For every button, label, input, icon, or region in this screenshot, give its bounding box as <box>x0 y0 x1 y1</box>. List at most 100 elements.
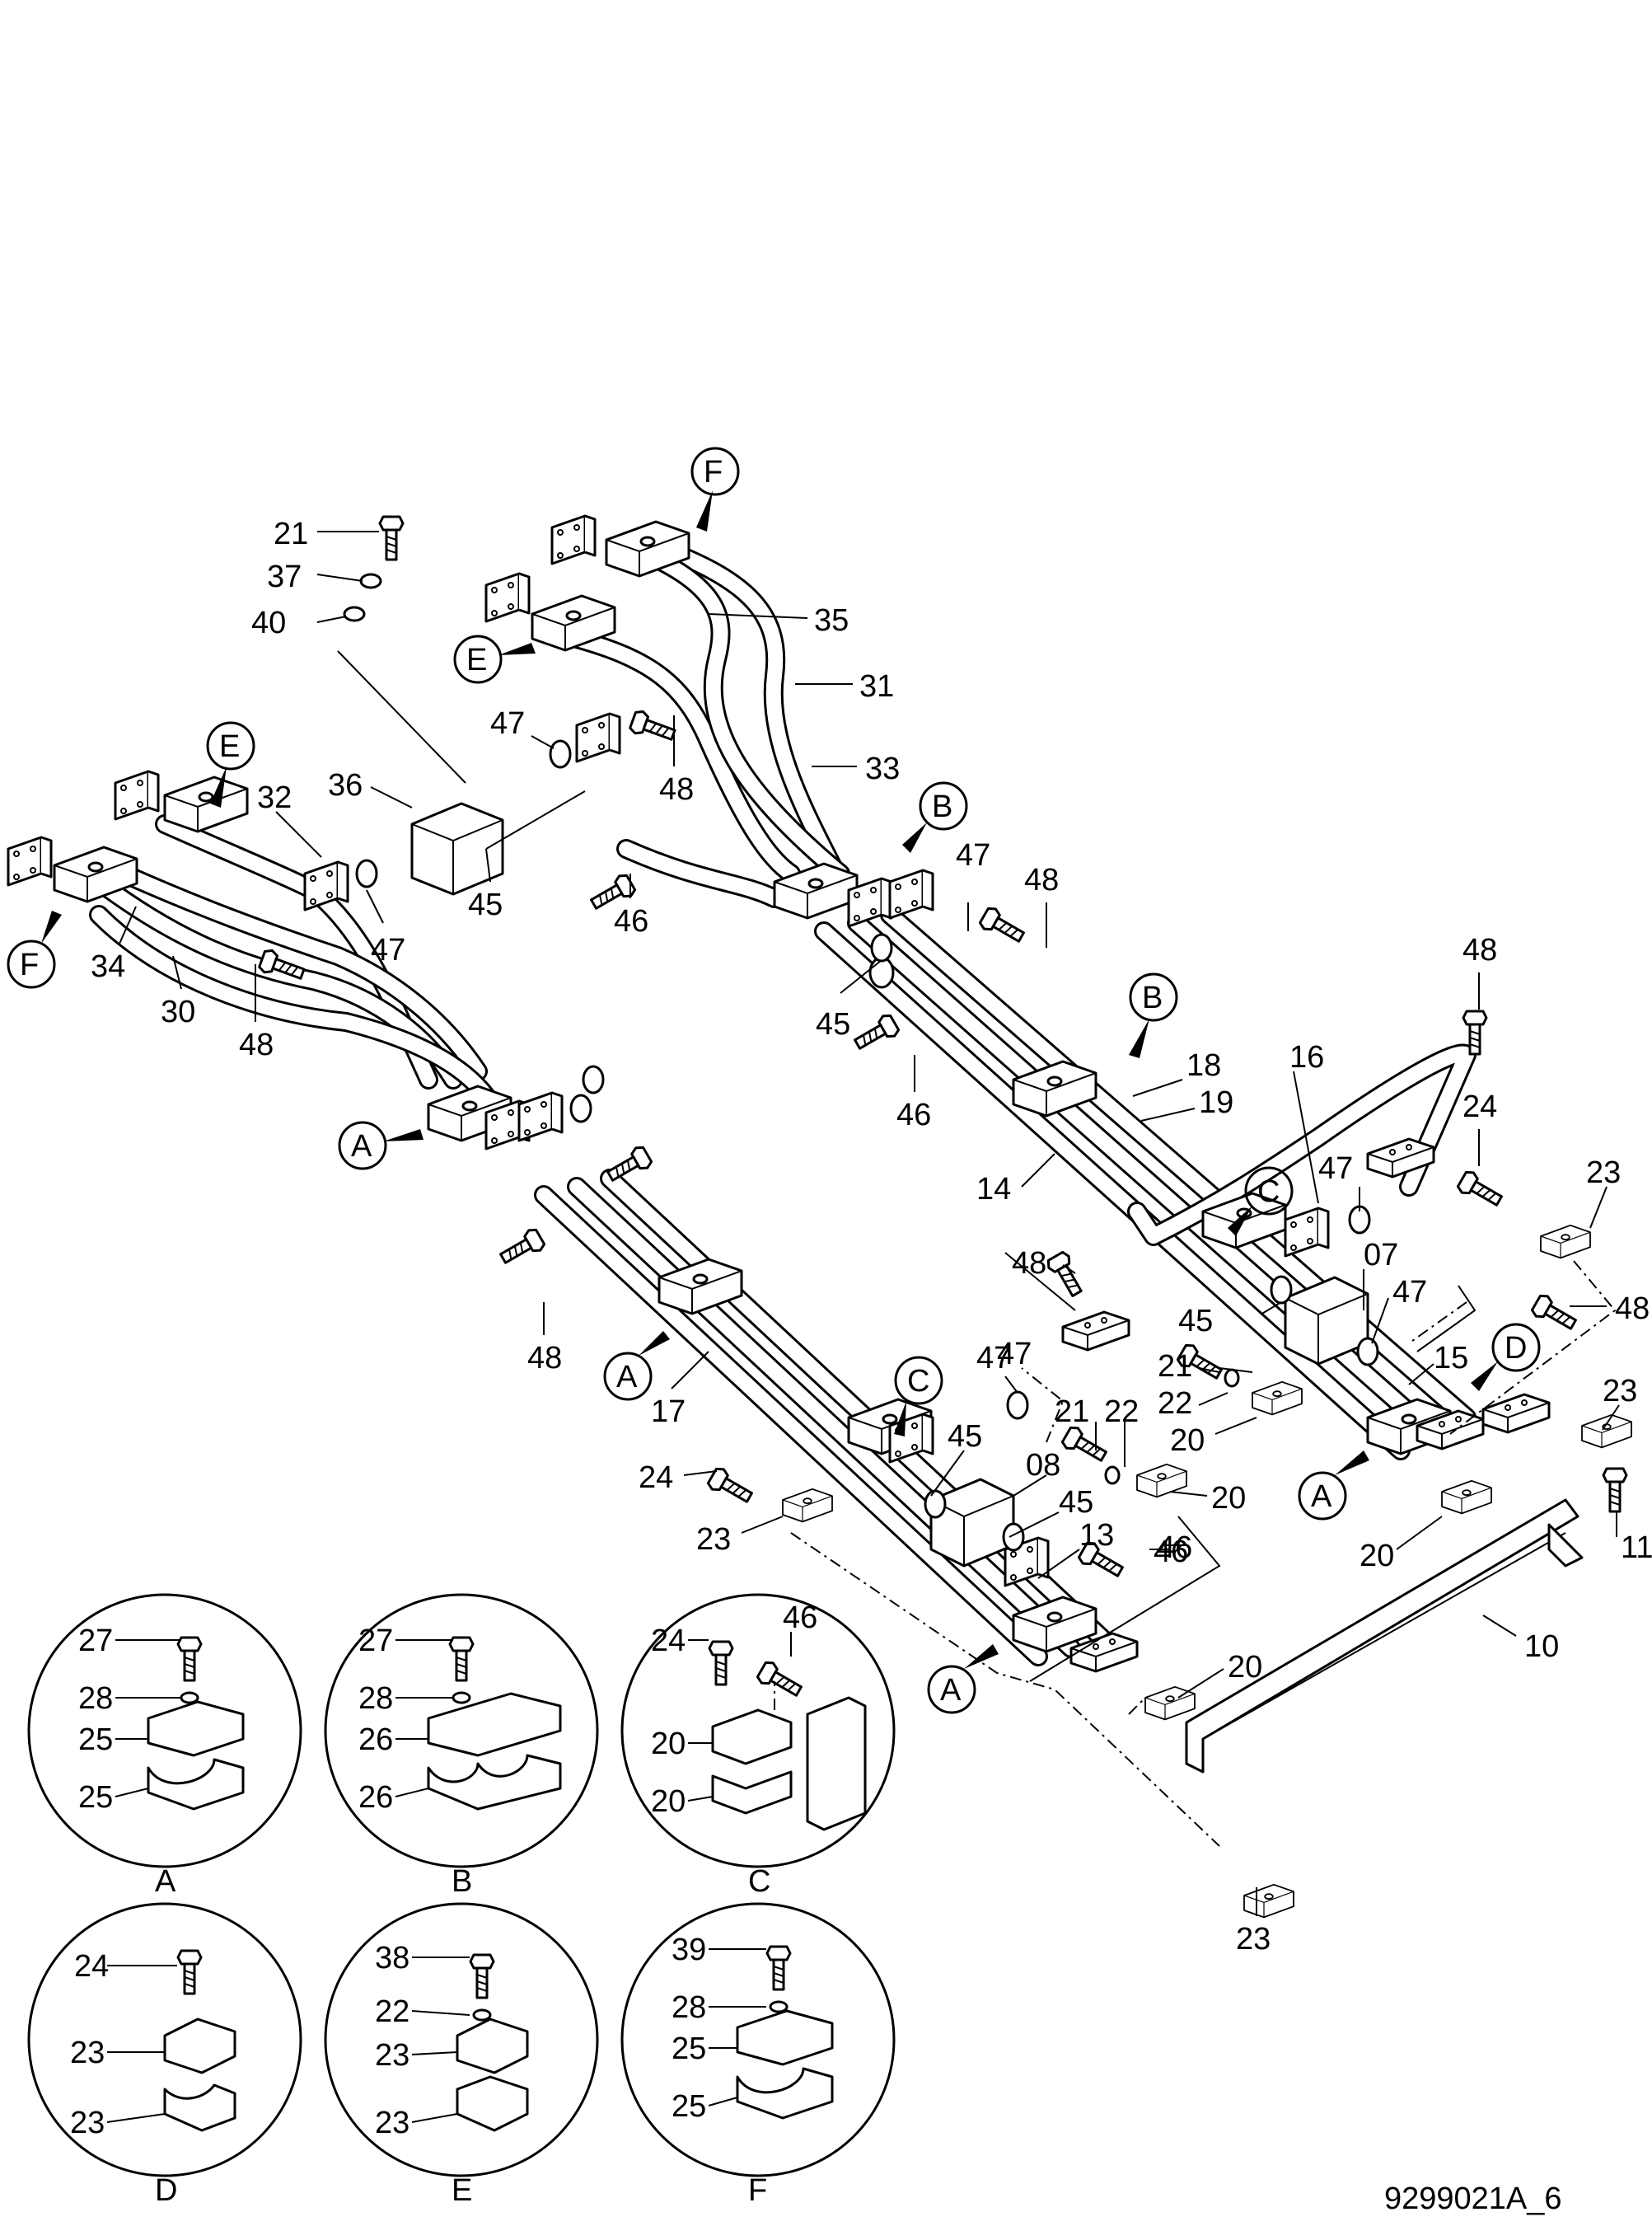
detail-c-label: C <box>748 1864 770 1899</box>
ref-circle-b: B <box>932 790 952 824</box>
callout-48: 48 <box>1012 1246 1046 1281</box>
callout-21: 21 <box>1158 1349 1192 1384</box>
detail-b-part-2: 28 <box>358 1681 393 1716</box>
detail-f-part-2: 28 <box>672 1990 706 2025</box>
detail-f-part-3: 25 <box>672 2032 706 2066</box>
detail-f-part-4: 25 <box>672 2089 706 2124</box>
callout-20: 20 <box>1170 1423 1205 1458</box>
detail-c-part-3: 20 <box>651 1727 686 1761</box>
ref-circle-b: B <box>1142 981 1163 1015</box>
ref-circle-a: A <box>1311 1479 1332 1514</box>
detail-d-part-1: 24 <box>74 1949 109 1984</box>
callout-10: 10 <box>1524 1629 1559 1664</box>
callout-47: 47 <box>371 933 405 968</box>
callout-45: 45 <box>948 1419 982 1454</box>
callout-48: 48 <box>527 1341 562 1375</box>
callout-24: 24 <box>639 1460 673 1495</box>
callout-07: 07 <box>1364 1238 1398 1272</box>
callout-47: 47 <box>1392 1275 1427 1310</box>
drawing-number: 9299021A_6 <box>1384 2181 1562 2216</box>
upper-straight-pipes <box>814 905 1477 1460</box>
callout-48: 48 <box>1615 1291 1650 1326</box>
detail-b-part-4: 26 <box>358 1780 393 1815</box>
detail-a-label: A <box>155 1864 176 1899</box>
callout-46: 46 <box>614 904 648 939</box>
callout-13: 13 <box>1079 1518 1114 1553</box>
callout-23: 23 <box>1236 1922 1271 1957</box>
callout-23: 23 <box>1586 1155 1621 1190</box>
callout-48: 48 <box>1462 933 1497 968</box>
callout-46: 46 <box>1154 1535 1188 1569</box>
callout-18: 18 <box>1186 1048 1221 1083</box>
callout-45: 45 <box>1059 1485 1093 1520</box>
detail-f-label: F <box>748 2173 767 2208</box>
callout-47: 47 <box>997 1337 1032 1371</box>
upper-tube-group <box>567 534 850 908</box>
callout-20: 20 <box>1360 1539 1394 1573</box>
callout-36: 36 <box>328 768 363 803</box>
detail-d-part-3: 23 <box>70 2106 105 2140</box>
callout-17: 17 <box>651 1394 686 1429</box>
callout-20: 20 <box>1228 1650 1262 1685</box>
ref-circle-a: A <box>616 1360 638 1394</box>
callout-30: 30 <box>161 995 195 1029</box>
detail-c-part-2: 46 <box>783 1600 817 1635</box>
callout-35: 35 <box>814 603 849 638</box>
callout-33: 33 <box>865 752 900 786</box>
ref-circle-f: F <box>704 455 723 490</box>
callout-11: 11 <box>1621 1530 1652 1565</box>
callout-22: 22 <box>1158 1386 1192 1421</box>
detail-view-c: 24 46 20 20 C <box>620 1593 896 1899</box>
detail-e-part-4: 23 <box>375 2106 409 2140</box>
callout-22: 22 <box>1104 1394 1139 1429</box>
callout-37: 37 <box>267 560 302 594</box>
callout-45: 45 <box>1178 1304 1213 1338</box>
detail-b-part-3: 26 <box>358 1722 393 1757</box>
detail-c-part-4: 20 <box>651 1784 686 1819</box>
callout-15: 15 <box>1434 1341 1468 1375</box>
detail-e-label: E <box>452 2173 472 2208</box>
detail-e-part-2: 22 <box>375 1994 409 2029</box>
detail-e-part-3: 23 <box>375 2038 409 2073</box>
detail-a-part-3: 25 <box>78 1722 113 1757</box>
ref-circle-a: A <box>351 1129 372 1164</box>
callouts: 21 37 40 35 31 33 47 48 36 45 46 32 47 3… <box>91 517 1652 1957</box>
detail-d-part-2: 23 <box>70 2036 105 2070</box>
clamps-and-flanges <box>7 514 1584 1774</box>
callout-23: 23 <box>1603 1374 1637 1408</box>
callout-34: 34 <box>91 949 125 984</box>
detail-a-part-4: 25 <box>78 1780 113 1815</box>
callout-08: 08 <box>1026 1448 1060 1483</box>
callout-48: 48 <box>1024 863 1059 897</box>
detail-e-part-1: 38 <box>375 1941 409 1975</box>
callout-46: 46 <box>1158 1530 1192 1565</box>
callout-40: 40 <box>251 606 286 640</box>
detail-c-part-1: 24 <box>651 1624 686 1658</box>
callout-23: 23 <box>696 1522 731 1557</box>
detail-view-f: 39 28 25 25 F <box>620 1902 896 2208</box>
ref-circle-c: C <box>907 1364 929 1399</box>
detail-view-a: 27 28 25 25 A <box>27 1593 302 1899</box>
ref-circle-e: E <box>466 643 487 677</box>
callout-16: 16 <box>1289 1040 1324 1075</box>
callout-47: 47 <box>956 838 990 873</box>
callout-47: 47 <box>976 1341 1011 1375</box>
callout-14: 14 <box>976 1172 1011 1207</box>
callout-21: 21 <box>274 517 308 551</box>
detail-view-d: 24 23 23 D <box>27 1902 302 2208</box>
ref-circle-a: A <box>940 1673 962 1708</box>
callout-19: 19 <box>1199 1085 1233 1120</box>
assembly-lines <box>337 650 1617 1847</box>
ref-circle-d: D <box>1505 1331 1527 1366</box>
ref-circle-e: E <box>219 729 240 764</box>
callout-47: 47 <box>1318 1151 1353 1186</box>
detail-a-part-2: 28 <box>78 1681 113 1716</box>
callout-31: 31 <box>859 669 894 704</box>
callout-45: 45 <box>468 888 503 922</box>
ref-circle-c: C <box>1257 1174 1280 1209</box>
callout-20: 20 <box>1211 1481 1246 1516</box>
callout-24: 24 <box>1462 1090 1497 1124</box>
callout-47: 47 <box>490 706 525 741</box>
callout-21: 21 <box>1055 1394 1089 1429</box>
